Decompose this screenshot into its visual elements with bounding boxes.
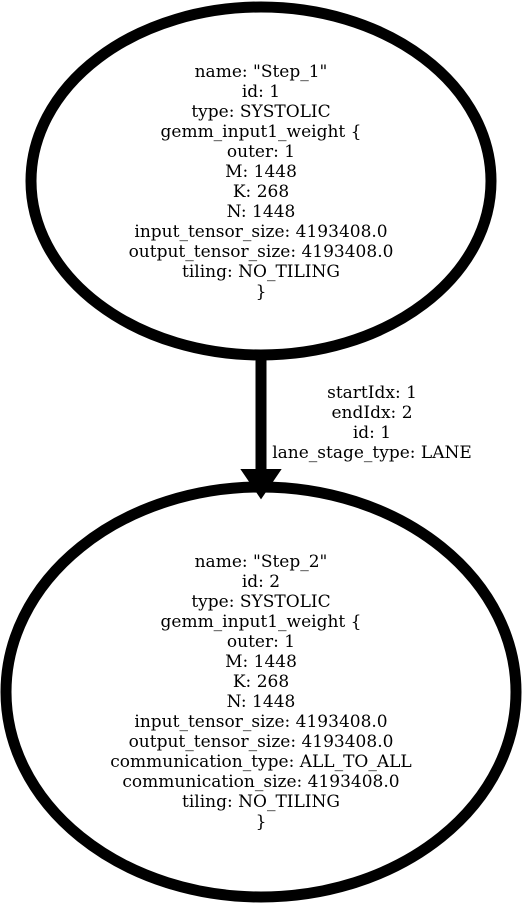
node-step-2-gemm-open: gemm_input1_weight {: [160, 612, 362, 632]
edge-id: id: 1: [352, 423, 392, 443]
node-step-2-shape[interactable]: [0, 481, 522, 903]
node-step-2-communication-type: communication_type: ALL_TO_ALL: [110, 752, 412, 772]
node-step-2-outer: outer: 1: [226, 632, 296, 652]
node-step-1-n: N: 1448: [226, 202, 296, 222]
node-step-2-k: K: 268: [232, 672, 290, 692]
node-step-2-tiling: tiling: NO_TILING: [182, 792, 340, 812]
node-step-1-name: name: "Step_1": [194, 62, 328, 82]
edge-lane-stage-type: lane_stage_type: LANE: [272, 443, 472, 463]
node-step-1-tiling: tiling: NO_TILING: [182, 262, 340, 282]
node-step-1-outer: outer: 1: [226, 142, 296, 162]
node-step-2-output-tensor-size: output_tensor_size: 4193408.0: [128, 732, 394, 752]
node-step-1-id: id: 1: [241, 82, 281, 102]
node-step-2-m: M: 1448: [225, 652, 297, 672]
edge-label: startIdx: 1 endIdx: 2 id: 1 lane_stage_t…: [262, 383, 482, 463]
node-step-1-output-tensor-size: output_tensor_size: 4193408.0: [128, 242, 394, 262]
node-step-1-shape[interactable]: [25, 1, 497, 361]
edge-start-idx: startIdx: 1: [327, 383, 417, 403]
node-step-2-communication-size: communication_size: 4193408.0: [122, 772, 400, 792]
node-step-2-id: id: 2: [241, 572, 281, 592]
node-step-2-label: name: "Step_2" id: 2 type: SYSTOLIC gemm…: [0, 552, 522, 832]
node-step-2-close: }: [255, 812, 267, 832]
node-step-1-type: type: SYSTOLIC: [191, 102, 331, 122]
node-step-1-label: name: "Step_1" id: 1 type: SYSTOLIC gemm…: [30, 62, 492, 302]
node-step-1-close: }: [255, 282, 267, 302]
node-step-2-type: type: SYSTOLIC: [191, 592, 331, 612]
node-step-1-k: K: 268: [232, 182, 290, 202]
node-step-1-gemm-open: gemm_input1_weight {: [160, 122, 362, 142]
node-step-2-n: N: 1448: [226, 692, 296, 712]
node-step-2-name: name: "Step_2": [194, 552, 328, 572]
node-step-1-m: M: 1448: [225, 162, 297, 182]
edge-end-idx: endIdx: 2: [331, 403, 413, 423]
node-step-1-input-tensor-size: input_tensor_size: 4193408.0: [134, 222, 388, 242]
node-step-2-input-tensor-size: input_tensor_size: 4193408.0: [134, 712, 388, 732]
